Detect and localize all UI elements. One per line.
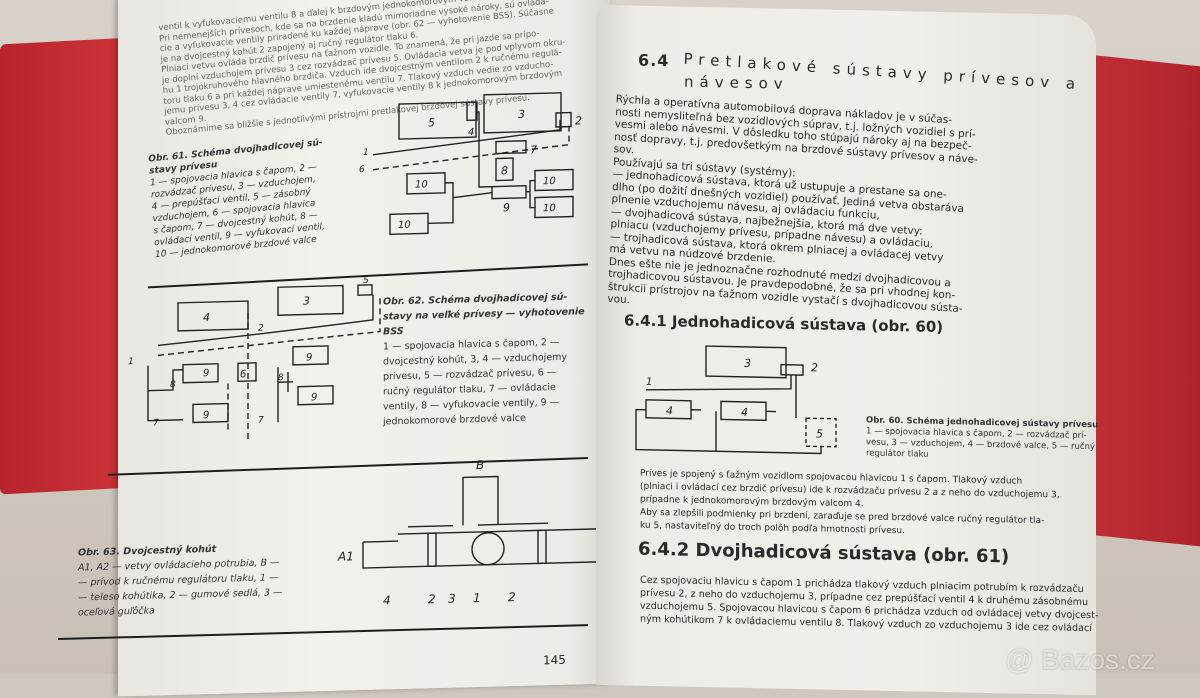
right-page: 6.4 Pretlakové sústavy prívesov a náveso… bbox=[596, 4, 1098, 696]
diagram-label: 4 bbox=[383, 593, 391, 607]
diagram-label: 10 bbox=[398, 220, 411, 231]
diagram-label: 5 bbox=[363, 276, 369, 286]
component-box bbox=[705, 345, 787, 379]
diagram-label: 9 bbox=[306, 352, 312, 363]
diagram-label: 4 bbox=[203, 311, 210, 324]
component-box bbox=[780, 363, 804, 376]
component-box bbox=[398, 101, 477, 140]
pipe-line bbox=[526, 179, 535, 209]
pipe-line bbox=[408, 475, 548, 528]
figure-60-diagram: 3 2 1 4 4 5 bbox=[635, 345, 837, 455]
diagram-label: 4 bbox=[666, 404, 673, 417]
diagram-label: 8 bbox=[278, 373, 284, 383]
component-box bbox=[483, 92, 562, 134]
diagram-label: 5 bbox=[816, 427, 823, 440]
diagram-label: 3 bbox=[744, 357, 751, 370]
diagram-label: 9 bbox=[503, 201, 510, 214]
component-box bbox=[182, 363, 219, 384]
diagram-label: 8 bbox=[501, 164, 508, 177]
diagram-label: 4 bbox=[741, 406, 748, 419]
pipe-line bbox=[477, 111, 492, 188]
pipe-line bbox=[277, 367, 293, 423]
pipe-line bbox=[157, 294, 374, 347]
component-box bbox=[177, 300, 249, 332]
diagram-label: 10 bbox=[543, 176, 556, 187]
intro-paragraph: Rýchla a operatívna automobilová doprava… bbox=[607, 93, 980, 328]
component-box bbox=[277, 284, 344, 316]
diagram-label: 9 bbox=[311, 392, 317, 403]
figure-60-caption: Obr. 60. Schéma jednohadicovej sústavy p… bbox=[866, 415, 1098, 464]
diagram-label: 2 bbox=[508, 590, 516, 604]
component-box bbox=[192, 402, 229, 424]
figure-62-caption: Obr. 62. Schéma dvojhadicovej sú-stavy n… bbox=[383, 289, 585, 429]
diagram-label: 6 bbox=[359, 165, 365, 175]
diagram-label: 1 bbox=[473, 591, 481, 605]
diagram-label: 2 bbox=[811, 361, 818, 374]
component-box bbox=[555, 111, 572, 128]
pipe-line bbox=[362, 527, 618, 569]
diagram-label: 2 bbox=[258, 324, 264, 334]
pipe-line bbox=[635, 408, 822, 455]
diagram-label: 10 bbox=[543, 203, 556, 214]
figure-62-diagram: 4 3 5 2 1 6 9 9 9 9 7 7 8 8 bbox=[128, 276, 381, 444]
diagram-label: B bbox=[476, 458, 484, 472]
diagram-label: 6 bbox=[240, 369, 246, 380]
diagram-label: 4 bbox=[468, 127, 474, 138]
rubber-seat bbox=[427, 532, 437, 568]
diagram-label: 1 bbox=[128, 357, 134, 367]
component-box bbox=[495, 157, 514, 182]
diagram-label: 3 bbox=[518, 108, 525, 121]
pipe-line bbox=[372, 124, 570, 171]
figure-61-caption: Obr. 61. Schéma dvojhadicovej sú- stavy … bbox=[148, 137, 330, 261]
paragraph-6-4-1: Príves je spojený s ťažným vozidlom spoj… bbox=[640, 468, 1060, 542]
diagram-label: 7 bbox=[153, 418, 159, 428]
section-title-cont: návesov bbox=[684, 72, 789, 93]
diagram-label: 2 bbox=[575, 114, 582, 127]
diagram-label: 5 bbox=[428, 116, 435, 129]
rubber-seat bbox=[537, 529, 547, 565]
component-box bbox=[297, 385, 334, 406]
page-number: 145 bbox=[543, 652, 566, 668]
divider bbox=[58, 624, 588, 641]
section-number: 6.4 bbox=[638, 50, 670, 71]
diagram-label: 1 bbox=[363, 148, 369, 158]
diagram-label: 3 bbox=[448, 592, 456, 606]
pipe-line bbox=[372, 119, 561, 156]
component-box bbox=[292, 345, 329, 366]
diagram-label: 7 bbox=[530, 143, 537, 156]
diagram-label: 7 bbox=[258, 416, 264, 426]
pipe-line bbox=[157, 294, 381, 357]
component-box bbox=[491, 185, 527, 200]
figure-63-caption: Obr. 63. Dvojcestný kohút A1, A2 — vetvy… bbox=[78, 540, 283, 620]
paragraph-6-4-2: Cez spojovaciu hlavicu s čapom 1 prichád… bbox=[640, 574, 1098, 636]
component-box bbox=[237, 362, 257, 383]
diagram-label: 3 bbox=[303, 294, 310, 307]
diagram-label: 9 bbox=[203, 410, 209, 421]
diagram-label: 2 bbox=[428, 592, 436, 606]
pipe-line bbox=[645, 374, 797, 418]
figure-61-diagram: 5 4 3 2 1 6 7 8 9 10 10 10 10 bbox=[359, 92, 582, 236]
steel-ball bbox=[471, 532, 505, 566]
subsection-6-4-2-heading: 6.4.2 Dvojhadicová sústava (obr. 61) bbox=[638, 538, 1010, 568]
diagram-label: A1 bbox=[337, 549, 354, 563]
diagram-label: 8 bbox=[170, 380, 176, 390]
diagram-label: 9 bbox=[203, 368, 209, 379]
diagram-label: 10 bbox=[415, 179, 428, 190]
diagram-label: 1 bbox=[646, 377, 652, 388]
figure-63-diagram: BA1A242312 bbox=[337, 458, 634, 608]
valve-box bbox=[466, 101, 478, 122]
watermark: @ Bazos.cz bbox=[1005, 644, 1155, 675]
component-box bbox=[357, 284, 373, 296]
pipe-line bbox=[691, 409, 776, 413]
left-page: ventil k vyfukovaciemu ventilu 8 a ďalej… bbox=[58, 0, 634, 697]
pipe-line bbox=[428, 181, 493, 225]
component-box bbox=[495, 140, 527, 155]
pipe-line bbox=[147, 365, 183, 422]
